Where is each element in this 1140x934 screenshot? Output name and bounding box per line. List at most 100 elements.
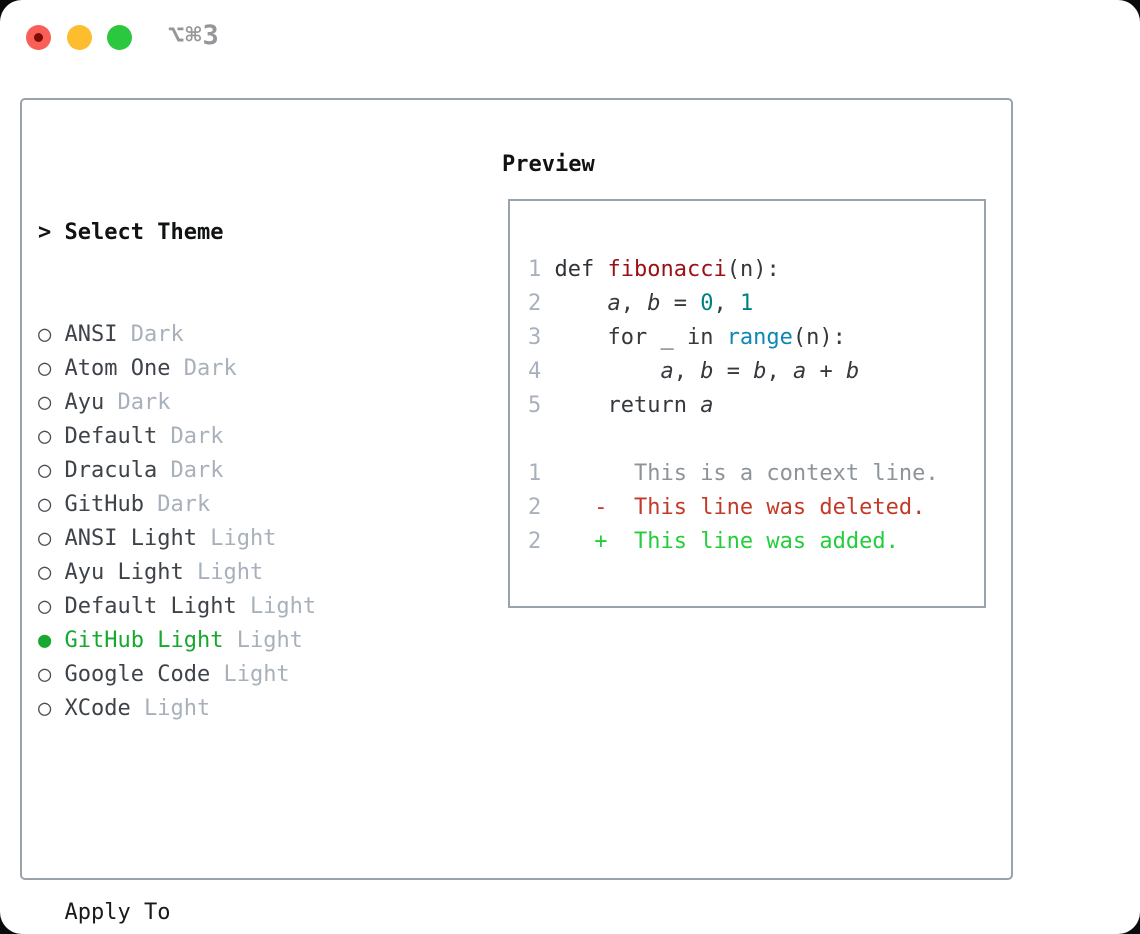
code-token [541, 257, 554, 282]
minimize-button[interactable] [67, 25, 92, 50]
radio-selected-icon: ● [38, 628, 52, 653]
apply-to-header-label: Apply To [64, 900, 171, 925]
theme-option-ansi[interactable]: ○ ANSI Dark [38, 318, 409, 352]
theme-variant-tag: Light [210, 526, 277, 551]
code-token: 1 [739, 291, 754, 316]
theme-name: Default [64, 424, 158, 449]
theme-name: Atom One [64, 356, 171, 381]
code-token [541, 529, 594, 554]
theme-name: Google Code [64, 662, 211, 687]
radio-unselected-icon: ○ [38, 696, 52, 721]
code-token: = [660, 291, 701, 316]
radio-unselected-icon: ○ [38, 424, 52, 449]
code-token: a [792, 359, 807, 384]
theme-variant-tag: Light [236, 628, 303, 653]
theme-variant-tag: Dark [117, 390, 171, 415]
code-token: b [845, 359, 860, 384]
line-number: 3 [528, 325, 542, 350]
unsaved-indicator-dot [34, 33, 43, 42]
theme-name: XCode [64, 696, 131, 721]
theme-name: ANSI [64, 322, 118, 347]
code-line: 2 + This line was added. [528, 525, 939, 559]
theme-option-xcode[interactable]: ○ XCode Light [38, 692, 409, 726]
line-number: 5 [528, 393, 542, 418]
theme-option-ayu-light[interactable]: ○ Ayu Light Light [38, 556, 409, 590]
zoom-button[interactable] [107, 25, 132, 50]
select-theme-header: > Select Theme [38, 216, 409, 250]
theme-option-google-code[interactable]: ○ Google Code Light [38, 658, 409, 692]
preview-title: Preview [502, 152, 595, 177]
theme-option-ansi-light[interactable]: ○ ANSI Light Light [38, 522, 409, 556]
spacer [38, 794, 409, 828]
code-line: 2 - This line was deleted. [528, 491, 939, 525]
apply-to-header: Apply To [38, 896, 409, 930]
code-line [528, 423, 939, 457]
theme-option-default[interactable]: ○ Default Dark [38, 420, 409, 454]
select-theme-header-label: Select Theme [64, 220, 224, 245]
code-line: 1 def fibonacci(n): [528, 253, 939, 287]
code-token: , [766, 359, 793, 384]
code-token: 0 [700, 291, 714, 316]
radio-unselected-icon: ○ [38, 662, 52, 687]
line-number: 2 [528, 291, 542, 316]
theme-option-github-light[interactable]: ● GitHub Light Light [38, 624, 409, 658]
radio-unselected-icon: ○ [38, 390, 52, 415]
theme-option-default-light[interactable]: ○ Default Light Light [38, 590, 409, 624]
theme-name: GitHub [64, 492, 144, 517]
line-number: 1 [528, 461, 542, 486]
radio-unselected-icon: ○ [38, 560, 52, 585]
code-token: , [620, 291, 648, 316]
code-token: fibonacci [607, 257, 727, 282]
line-number: 2 [528, 529, 542, 554]
code-token: for _ in [541, 325, 727, 350]
radio-unselected-icon: ○ [38, 594, 52, 619]
code-token: - This line was deleted. [594, 495, 926, 520]
radio-unselected-icon: ○ [38, 458, 52, 483]
code-token [541, 291, 607, 316]
theme-selector-panel: > Select Theme ○ ANSI Dark○ Atom One Dar… [20, 98, 1013, 925]
code-token: b [647, 291, 661, 316]
theme-option-dracula[interactable]: ○ Dracula Dark [38, 454, 409, 488]
theme-variant-tag: Dark [170, 458, 224, 483]
code-token: def [554, 257, 608, 282]
theme-variant-tag: Dark [130, 322, 184, 347]
theme-name: Ayu [64, 390, 105, 415]
line-number: 4 [528, 359, 542, 384]
code-token [541, 359, 660, 384]
code-line: 4 a, b = b, a + b [528, 355, 939, 389]
code-token: + This line was added. [594, 529, 899, 554]
theme-option-ayu[interactable]: ○ Ayu Dark [38, 386, 409, 420]
code-token: (n): [726, 257, 780, 282]
code-token: a [607, 291, 621, 316]
theme-options-list: ○ ANSI Dark○ Atom One Dark○ Ayu Dark○ De… [38, 318, 409, 726]
line-number: 1 [528, 257, 542, 282]
code-token: b [753, 359, 767, 384]
theme-variant-tag: Dark [157, 492, 211, 517]
code-token: (n): [792, 325, 846, 350]
close-button[interactable] [26, 25, 51, 50]
code-token: range [726, 325, 793, 350]
theme-name: GitHub Light [64, 628, 224, 653]
theme-name: ANSI Light [64, 526, 197, 551]
theme-list-column: > Select Theme ○ ANSI Dark○ Atom One Dar… [38, 148, 409, 934]
code-token: a [700, 393, 714, 418]
radio-unselected-icon: ○ [38, 322, 52, 347]
code-token: return [541, 393, 701, 418]
code-token [541, 495, 594, 520]
code-token: , [713, 291, 740, 316]
code-token: b [700, 359, 714, 384]
radio-unselected-icon: ○ [38, 526, 52, 551]
theme-name: Default Light [64, 594, 237, 619]
theme-option-atom-one[interactable]: ○ Atom One Dark [38, 352, 409, 386]
code-token: + [806, 359, 846, 384]
window-title-shortcut: ⌥⌘3 [168, 20, 220, 51]
radio-unselected-icon: ○ [38, 356, 52, 381]
code-line: 2 a, b = 0, 1 [528, 287, 939, 321]
theme-variant-tag: Light [143, 696, 211, 721]
theme-variant-tag: Light [196, 560, 264, 585]
theme-option-github[interactable]: ○ GitHub Dark [38, 488, 409, 522]
code-line: 1 This is a context line. [528, 457, 939, 491]
